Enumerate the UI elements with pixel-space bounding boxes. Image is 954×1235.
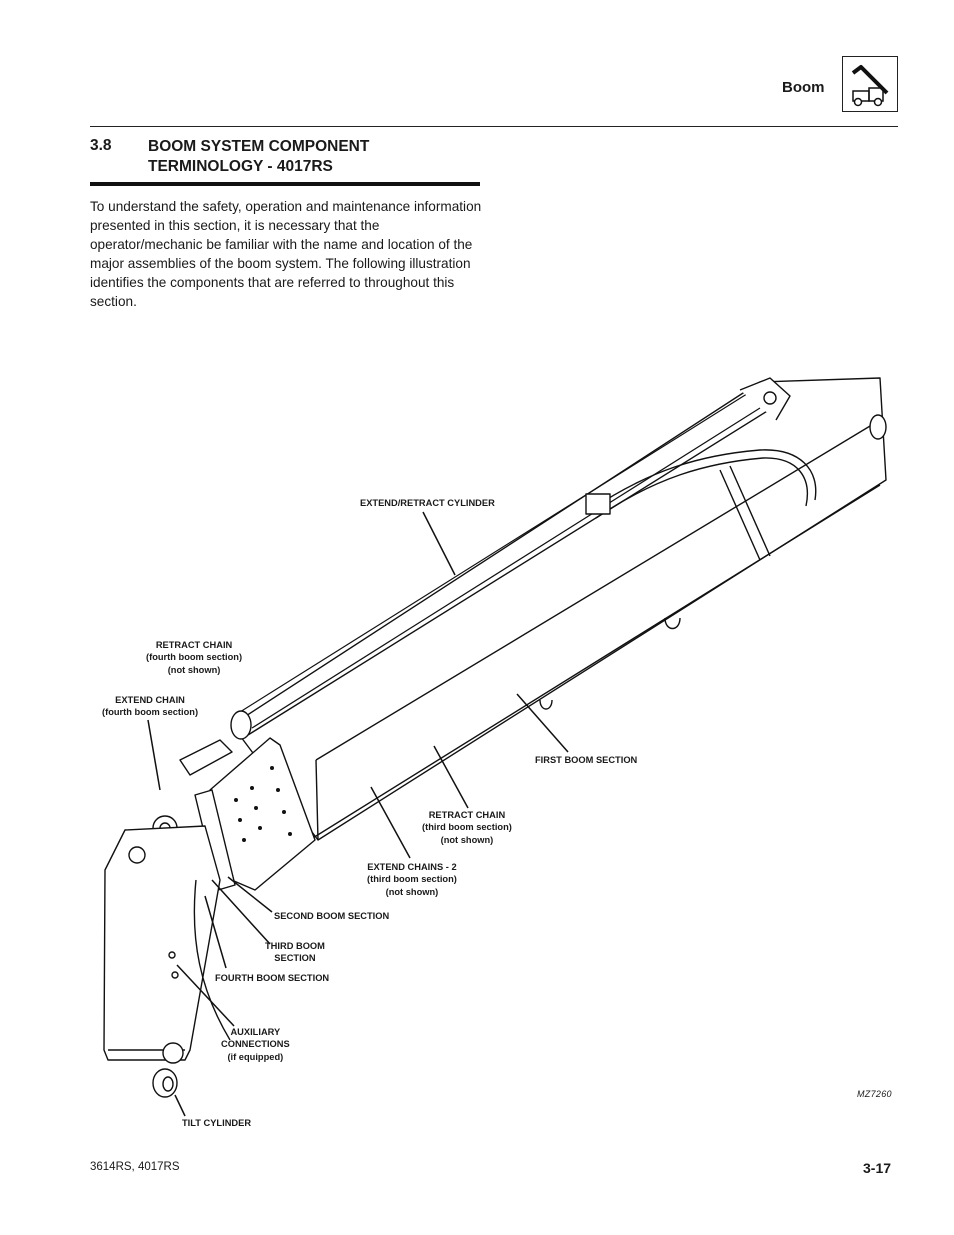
callout-extend-retract-cylinder: EXTEND/RETRACT CYLINDER	[360, 497, 495, 509]
callout-line: (if equipped)	[227, 1051, 284, 1062]
callout-fourth-boom-section: FOURTH BOOM SECTION	[215, 972, 329, 984]
boom-illustration: EXTEND/RETRACT CYLINDER RETRACT CHAIN (f…	[0, 360, 954, 1140]
callout-line: (not shown)	[167, 664, 221, 675]
callout-retract-chain-fourth: RETRACT CHAIN (fourth boom section) (not…	[146, 639, 242, 676]
callout-line: (not shown)	[385, 886, 439, 897]
callout-extend-chains-third: EXTEND CHAINS - 2 (third boom section) (…	[367, 861, 457, 898]
callout-third-boom-section: THIRD BOOM SECTION	[265, 940, 325, 965]
callout-second-boom-section: SECOND BOOM SECTION	[274, 910, 389, 922]
boom-drawing	[103, 377, 887, 1117]
callout-extend-chain-fourth: EXTEND CHAIN (fourth boom section)	[102, 694, 198, 719]
callout-retract-chain-third: RETRACT CHAIN (third boom section) (not …	[422, 809, 512, 846]
callout-line: TILT CYLINDER	[182, 1118, 252, 1128]
callout-line: (not shown)	[440, 834, 494, 845]
callout-line: CONNECTIONS	[221, 1039, 290, 1050]
callout-line: EXTEND/RETRACT CYLINDER	[360, 498, 495, 508]
intro-paragraph: To understand the safety, operation and …	[90, 199, 482, 309]
callout-auxiliary-connections: AUXILIARY CONNECTIONS (if equipped)	[221, 1026, 290, 1063]
callout-line: (fourth boom section)	[102, 707, 199, 718]
callout-line: FOURTH BOOM SECTION	[215, 973, 330, 983]
callout-line: EXTEND CHAIN	[115, 695, 185, 705]
callout-first-boom-section: FIRST BOOM SECTION	[535, 754, 637, 766]
header-divider	[90, 126, 898, 127]
page-number: 3-17	[863, 1160, 892, 1176]
title-underline	[90, 182, 480, 186]
footer-models: 3614RS, 4017RS	[90, 1161, 180, 1173]
header-section-label: Boom	[782, 79, 825, 96]
callout-line: EXTEND CHAINS - 2	[367, 862, 457, 872]
callout-tilt-cylinder: TILT CYLINDER	[182, 1117, 251, 1129]
callout-line: RETRACT CHAIN	[428, 810, 506, 820]
section-title: BOOM SYSTEM COMPONENT TERMINOLOGY - 4017…	[148, 138, 370, 175]
callout-line: SECTION	[274, 953, 316, 964]
callout-line: SECOND BOOM SECTION	[274, 911, 390, 921]
callout-line: RETRACT CHAIN	[155, 640, 233, 650]
callout-line: (fourth boom section)	[146, 652, 243, 663]
section-number: 3.8	[90, 137, 112, 154]
boom-machine-icon	[842, 56, 898, 112]
callout-line: THIRD BOOM	[265, 941, 325, 951]
callout-line: FIRST BOOM SECTION	[535, 755, 638, 765]
callout-line: (third boom section)	[367, 874, 457, 885]
callout-line: AUXILIARY	[230, 1027, 281, 1037]
callout-line: (third boom section)	[422, 822, 512, 833]
figure-id: MZ7260	[857, 1089, 892, 1099]
